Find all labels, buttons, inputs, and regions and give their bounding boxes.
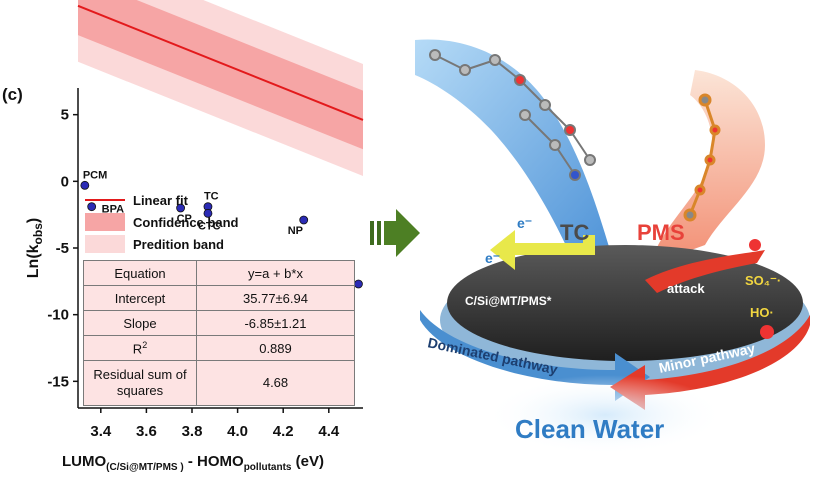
y-tick-label: -10 — [47, 307, 69, 324]
y-tick-label: -5 — [56, 240, 69, 257]
table-cell-value: 35.77±6.94 — [196, 285, 355, 311]
pms-stream — [650, 70, 765, 265]
radical-pathway-arrow — [645, 250, 765, 293]
y-tick-label: 0 — [61, 173, 69, 190]
legend-label-prediction: Predition band — [133, 237, 224, 252]
table-cell-key: Intercept — [83, 285, 197, 311]
table-cell-value: y=a + b*x — [196, 260, 355, 286]
pms-label: PMS — [637, 220, 685, 245]
mechanism-illustration: TC PMS e⁻ e⁻ C/Si@MT/PMS* attack SO₄⁻· H… — [415, 39, 810, 455]
oxygen-atom-icon — [760, 325, 774, 339]
fit-parameters-table: Equation y=a + b*x Intercept 35.77±6.94 … — [83, 260, 355, 406]
data-label-bpa: BPA — [102, 204, 124, 216]
table-cell-key: R2 — [83, 335, 197, 361]
x-tick-label: 3.4 — [90, 423, 112, 440]
x-tick-label: 4.4 — [318, 423, 340, 440]
regression-chart: (c) PCMBPACPTCCTCNPATZMNZ 50-5-10-15 3.4… — [2, 0, 364, 473]
data-point-pcm — [80, 180, 90, 190]
fit-line — [77, 4, 364, 121]
table-cell-key: Equation — [83, 260, 197, 286]
water-splash — [485, 375, 725, 455]
confidence-band — [78, 0, 363, 150]
tc-label: TC — [560, 220, 589, 245]
table-cell-value: 0.889 — [196, 335, 355, 361]
catalyst-disc — [447, 245, 803, 361]
data-point-cp — [176, 203, 186, 213]
catalyst-label: C/Si@MT/PMS* — [465, 294, 552, 308]
data-point-bpa — [87, 202, 97, 212]
pms-molecule-icon — [683, 93, 721, 222]
data-label-ctc: CTC — [198, 220, 221, 232]
y-tick-label: -15 — [47, 373, 69, 390]
water-stream — [415, 39, 610, 265]
legend-label-confidence: Confidence band — [133, 215, 239, 230]
data-label-pcm: PCM — [83, 169, 107, 181]
hydroxyl-radical-label: HO· — [750, 305, 774, 320]
table-row: Slope -6.85±1.21 — [83, 310, 355, 336]
table-cell-key: Slope — [83, 310, 197, 336]
legend: Linear fit Confidence band Predition ban… — [85, 193, 239, 253]
legend-swatch-prediction — [85, 235, 125, 253]
x-axis-ticks: 3.4 3.6 3.8 4.0 4.2 4.4 — [90, 408, 340, 440]
panel-label: (c) — [2, 85, 23, 104]
clean-water-label: Clean Water — [515, 414, 664, 444]
attack-label: attack — [667, 281, 705, 296]
oxygen-atom-icon — [749, 239, 761, 251]
table-row: R2 0.889 — [83, 335, 355, 361]
table-cell-value: 4.68 — [196, 360, 355, 406]
table-row: Residual sum of squares 4.68 — [83, 360, 355, 406]
fit-line-layer — [77, 4, 364, 121]
x-tick-label: 3.6 — [136, 423, 157, 440]
data-point-ctc — [203, 208, 213, 218]
x-tick-label: 3.8 — [182, 423, 203, 440]
data-point-np — [299, 215, 309, 225]
table-header-row: Equation y=a + b*x — [83, 260, 355, 286]
legend-label-linear-fit: Linear fit — [133, 193, 189, 208]
y-tick-label: 5 — [61, 107, 69, 124]
tc-molecule-icon — [429, 49, 596, 181]
x-tick-label: 4.2 — [273, 423, 294, 440]
legend-swatch-confidence — [85, 213, 125, 231]
table-row: Intercept 35.77±6.94 — [83, 285, 355, 311]
data-label-np: NP — [288, 225, 303, 237]
electron-label-2: e⁻ — [485, 250, 500, 266]
table-cell-value: -6.85±1.21 — [196, 310, 355, 336]
table-cell-key: Residual sum of squares — [83, 360, 197, 406]
x-tick-label: 4.0 — [227, 423, 248, 440]
data-point-mnz — [354, 279, 363, 289]
electron-transfer-arrow — [490, 230, 595, 270]
data-label-tc: TC — [204, 191, 219, 203]
flow-arrow-icon — [370, 209, 420, 257]
sulfate-radical-label: SO₄⁻· — [745, 273, 781, 288]
y-axis-label: Ln(kobs) — [25, 218, 45, 278]
electron-label-1: e⁻ — [517, 215, 532, 231]
data-label-cp: CP — [177, 213, 192, 225]
x-axis-label: LUMO(C/Si@MT/PMS ) - HOMOpollutants (eV) — [62, 453, 324, 473]
y-axis-ticks: 5 0 -5 -10 -15 — [47, 107, 78, 390]
bands-layer — [78, 0, 363, 176]
